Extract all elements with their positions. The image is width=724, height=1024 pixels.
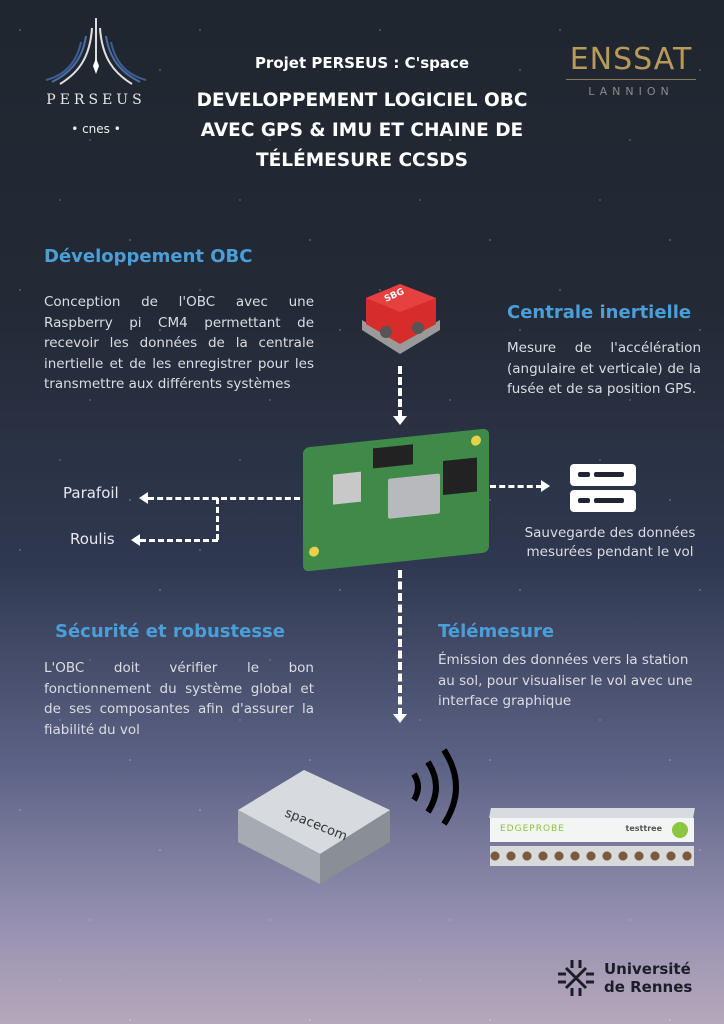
storage-caption-line: mesurées pendant le vol [526,544,694,560]
project-subtitle: Projet PERSEUS : C'space [254,54,470,72]
perseus-wordmark: PERSEUS [46,92,146,108]
obc-text: Conception de l'OBC avec une Raspberry p… [44,294,314,392]
server-storage-icon [570,464,636,512]
universite-rennes-logo: Université de Rennes [556,958,692,998]
arrow-head-icon [541,480,550,492]
spacecom-transmitter-image: spacecom [234,758,394,894]
universite-rennes-emblem-icon [558,960,594,996]
univ-name-line: de Rennes [604,978,693,996]
imu-device-image: SBG [356,280,446,362]
arrow-head-icon [139,492,148,504]
testtree-label: testtree [625,824,662,833]
imu-heading: Centrale inertielle [507,302,692,323]
title-line: AVEC GPS & IMU ET CHAINE DE [200,120,524,141]
obc-to-storage-arrow [490,485,542,488]
telemetry-text: Émission des données vers la station au … [438,652,693,709]
raspberry-cm4-image [303,428,489,572]
univ-name-line: Université [604,960,691,978]
perseus-emblem-icon [45,18,147,85]
arrow-head-icon [393,714,407,723]
safety-text: L'OBC doit vérifier le bon fonctionnemen… [44,660,314,738]
edgeprobe-ground-station-image: EDGEPROBE testtree [489,808,695,866]
page-title: DEVELOPPEMENT LOGICIEL OBC AVEC GPS & IM… [150,86,574,176]
arrow-head-icon [393,416,407,425]
imu-text: Mesure de l'accélération (angulaire et v… [507,340,701,397]
obc-heading: Développement OBC [44,246,253,267]
telemetry-heading: Télémesure [438,621,555,642]
cnes-logo: • cnes • [71,122,121,136]
connector-line [216,498,219,540]
obc-to-parafoil-arrow [148,497,300,500]
edgeprobe-label: EDGEPROBE [500,824,565,834]
radio-waves-icon [406,744,476,834]
imu-to-obc-arrow [398,366,402,418]
obc-to-roulis-arrow [140,539,218,542]
title-line: DEVELOPPEMENT LOGICIEL OBC [196,90,528,111]
storage-caption-line: Sauvegarde des données [524,525,696,541]
perseus-logo: PERSEUS • cnes • [38,18,154,136]
safety-heading: Sécurité et robustesse [55,621,285,642]
roulis-label: Roulis [70,530,115,548]
arrow-head-icon [131,534,140,546]
enssat-wordmark: ENSSAT [566,42,696,80]
obc-to-transmitter-arrow [398,570,402,716]
storage-caption: Sauvegarde des données mesurées pendant … [505,524,715,562]
enssat-subtitle: LANNION [588,85,674,98]
title-line: TÉLÉMESURE CCSDS [256,150,468,171]
enssat-logo: ENSSAT LANNION [566,42,696,98]
parafoil-label: Parafoil [63,484,119,502]
